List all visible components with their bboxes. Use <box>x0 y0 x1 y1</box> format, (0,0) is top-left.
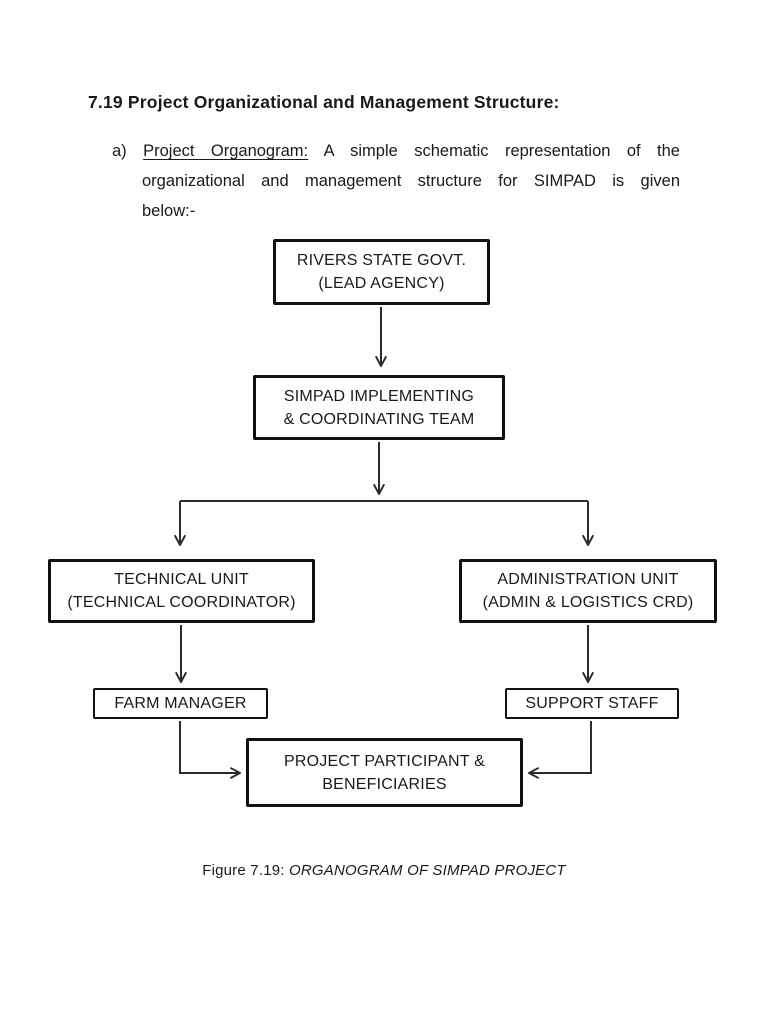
node-label-line: (TECHNICAL COORDINATOR) <box>67 594 296 611</box>
node-farm-manager: FARM MANAGER <box>93 688 268 719</box>
node-label-line: BENEFICIARIES <box>322 775 447 793</box>
node-label-line: RIVERS STATE GOVT. <box>296 252 467 269</box>
intro-line-1: a) Project Organogram: A simple schemati… <box>112 136 680 166</box>
figure-caption-prefix: Figure 7.19: <box>202 862 285 879</box>
edge-support-to-participants <box>528 721 592 779</box>
node-project-participants: PROJECT PARTICIPANT & BENEFICIARIES <box>246 738 523 807</box>
node-label-line: (LEAD AGENCY) <box>318 275 445 292</box>
node-label-line: SUPPORT STAFF <box>525 694 659 712</box>
intro-line-2: organizational and management structure … <box>142 172 680 190</box>
intro-line-1-text: A simple schematic representation of the <box>323 142 680 160</box>
intro-paragraph: a) Project Organogram: A simple schemati… <box>112 136 680 226</box>
list-marker: a) <box>112 142 127 160</box>
node-label-line: PROJECT PARTICIPANT & <box>284 752 485 770</box>
node-support-staff: SUPPORT STAFF <box>505 688 679 719</box>
edge-farm-to-participants <box>179 721 241 779</box>
node-administration-unit: ADMINISTRATION UNIT (ADMIN & LOGISTICS C… <box>459 559 717 623</box>
node-label-line: FARM MANAGER <box>114 694 247 712</box>
underlined-term: Project Organogram: <box>143 142 309 160</box>
figure-caption: Figure 7.19: ORGANOGRAM OF SIMPAD PROJEC… <box>0 862 768 879</box>
node-label-line: ADMINISTRATION UNIT <box>497 571 679 588</box>
node-label-line: TECHNICAL UNIT <box>114 571 249 588</box>
node-rivers-state-govt: RIVERS STATE GOVT. (LEAD AGENCY) <box>273 239 490 305</box>
section-heading: 7.19 Project Organizational and Manageme… <box>88 92 560 112</box>
intro-line-3: below:- <box>142 202 196 220</box>
figure-caption-title: ORGANOGRAM OF SIMPAD PROJECT <box>289 862 566 879</box>
node-label-line: SIMPAD IMPLEMENTING <box>283 387 475 405</box>
node-technical-unit: TECHNICAL UNIT (TECHNICAL COORDINATOR) <box>48 559 315 623</box>
node-simpad-implementing-team: SIMPAD IMPLEMENTING & COORDINATING TEAM <box>253 375 505 440</box>
node-label-line: (ADMIN & LOGISTICS CRD) <box>482 594 694 611</box>
node-label-line: & COORDINATING TEAM <box>283 410 475 428</box>
